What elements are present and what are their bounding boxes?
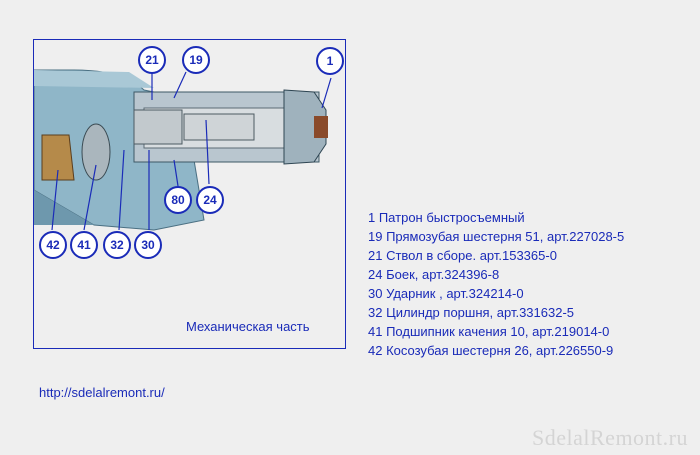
- source-url: http://sdelalremont.ru/: [39, 385, 165, 400]
- legend-item: 24 Боек, арт.324396-8: [368, 267, 500, 282]
- legend-item: 19 Прямозубая шестерня 51, арт.227028-5: [368, 229, 625, 244]
- diagram-caption: Механическая часть: [186, 319, 310, 334]
- diagram-frame: 21 19 1 80 24 42 41 32 30 Механическая ч…: [33, 39, 346, 349]
- chuck-tip: [314, 116, 328, 138]
- legend-item: 42 Косозубая шестерня 26, арт.226550-9: [368, 343, 614, 358]
- rolling-bearing: [81, 123, 111, 181]
- callout-21: 21: [138, 46, 166, 74]
- leader-lines: [51, 68, 332, 231]
- callout-42: 42: [39, 231, 67, 259]
- legend-item: 30 Ударник , арт.324214-0: [368, 286, 524, 301]
- callout-80: 80: [164, 186, 192, 214]
- chuck: [283, 89, 327, 165]
- callout-32: 32: [103, 231, 131, 259]
- housing-lower: [34, 190, 94, 225]
- striker: [183, 113, 255, 141]
- callout-19: 19: [182, 46, 210, 74]
- legend-item: 41 Подшипник качения 10, арт.219014-0: [368, 324, 610, 339]
- legend-item: 1 Патрон быстросъемный: [368, 210, 525, 225]
- parts-legend: 1 Патрон быстросъемный 19 Прямозубая шес…: [368, 208, 624, 360]
- legend-item: 21 Ствол в сборе. арт.153365-0: [368, 248, 557, 263]
- watermark: SdelalRemont.ru: [532, 425, 688, 450]
- hammer-drill-cutaway-illustration: [34, 68, 332, 231]
- helical-gear: [41, 134, 75, 181]
- legend-item: 32 Цилиндр поршня, арт.331632-5: [368, 305, 575, 320]
- piston-cylinder: [133, 109, 183, 145]
- callout-24: 24: [196, 186, 224, 214]
- housing-upper: [34, 70, 154, 88]
- callout-30: 30: [134, 231, 162, 259]
- callout-1: 1: [316, 47, 344, 75]
- callout-41: 41: [70, 231, 98, 259]
